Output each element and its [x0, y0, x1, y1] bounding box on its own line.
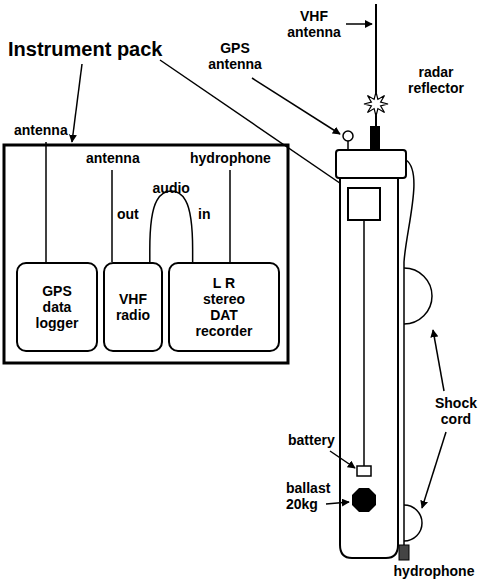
device-name: GPS data logger: [26, 283, 88, 331]
connector-label: audio: [153, 180, 190, 196]
buoy-body: [340, 178, 398, 558]
pointer-arrow: [326, 502, 349, 504]
part-label: out: [117, 206, 139, 222]
buoy-head: [336, 150, 406, 178]
part-label: antenna: [14, 122, 68, 138]
part-label: Shock cord: [424, 395, 488, 427]
battery-symbol: [357, 466, 371, 476]
part-label: ballast 20kg: [286, 480, 338, 512]
box-text-group: VHF radio: [108, 291, 158, 323]
hydrophone-symbol: [399, 545, 409, 560]
battery-cable: [363, 220, 365, 466]
part-label: radar reflector: [396, 64, 476, 96]
radar-reflector: [364, 92, 388, 116]
audio-cable: [150, 191, 193, 262]
pointer-arrow: [346, 23, 372, 25]
pointer-arrow: [330, 451, 355, 468]
antenna-lead: [111, 170, 113, 262]
part-label: hydrophone: [386, 563, 482, 579]
device-name: VHF radio: [108, 291, 158, 323]
pointer-arrow: [160, 60, 350, 190]
antenna-base: [370, 126, 380, 150]
box-text-group: L R stereo DAT recorder: [191, 275, 257, 339]
part-label: Instrument pack: [8, 38, 162, 60]
antenna-lead: [45, 142, 47, 262]
gps-antenna: [343, 131, 353, 141]
instrument-window: [348, 188, 380, 220]
shock-cord: [404, 160, 414, 548]
pointer-arrow: [252, 78, 340, 134]
part-label: battery: [288, 432, 335, 448]
box-text-group: GPS data logger: [26, 283, 88, 331]
pointer-arrow: [433, 330, 444, 391]
hydrophone-lead: [229, 170, 231, 262]
device-box: GPS data logger: [16, 262, 98, 352]
ballast-weight: [352, 488, 376, 512]
shock-cord-loop: [404, 268, 432, 324]
shock-cord-loop: [404, 505, 422, 541]
pointer-arrow: [422, 432, 446, 508]
part-label: GPS antenna: [200, 40, 270, 72]
part-label: hydrophone: [190, 150, 271, 166]
pointer-arrow: [72, 64, 82, 142]
device-box: L R stereo DAT recorder: [168, 262, 280, 352]
device-name: L R stereo DAT recorder: [191, 275, 257, 339]
part-label: antenna: [86, 150, 140, 166]
part-label: VHF antenna: [284, 8, 344, 40]
part-label: in: [198, 206, 210, 222]
device-box: VHF radio: [103, 262, 163, 352]
